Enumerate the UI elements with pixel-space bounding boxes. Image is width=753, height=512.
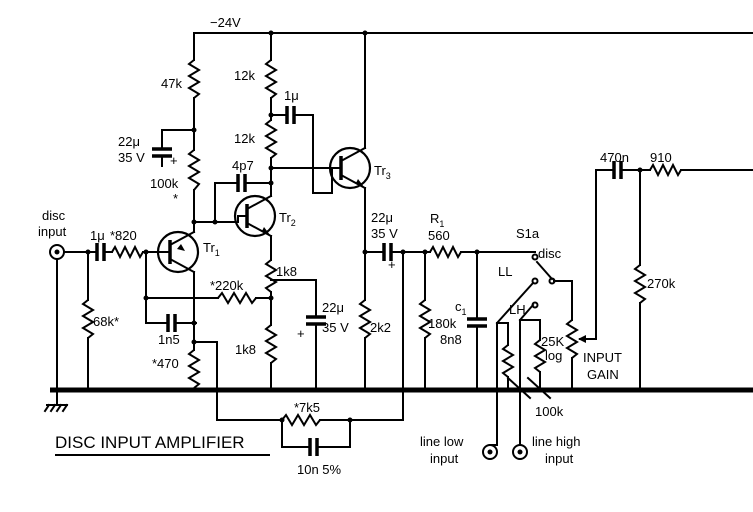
potentiometer-25k-log bbox=[533, 339, 547, 373]
resistor-270k bbox=[633, 264, 647, 304]
resistor-1k8-a bbox=[264, 259, 278, 293]
r1-label: R1 bbox=[430, 211, 444, 229]
res-820-label: *820 bbox=[110, 228, 137, 243]
disc-input-jack-icon bbox=[49, 244, 65, 391]
res-100k-out-label: 100k bbox=[535, 404, 564, 419]
resistor-12k-a bbox=[264, 59, 278, 99]
res-180k-label: 180k bbox=[428, 316, 457, 331]
ground-symbol-icon bbox=[43, 389, 69, 413]
resistor-68k bbox=[81, 299, 95, 339]
resistor-820 bbox=[111, 244, 144, 260]
selector-switch-s1a-icon bbox=[531, 253, 573, 309]
resistor-1k8-b bbox=[264, 324, 278, 364]
potentiometer-input-gain bbox=[565, 319, 579, 359]
cap-8n8-label: 8n8 bbox=[440, 332, 462, 347]
input-gain-label-2: GAIN bbox=[587, 367, 619, 382]
res-1k8-b-label: 1k8 bbox=[235, 342, 256, 357]
line-high-label-2: input bbox=[545, 451, 574, 466]
capacitor-1u-input bbox=[95, 243, 106, 261]
input-gain-label-1: INPUT bbox=[583, 350, 622, 365]
line-low-label-2: input bbox=[430, 451, 459, 466]
switch-lh-label: LH bbox=[509, 302, 526, 317]
cap-470n-label: 470n bbox=[600, 150, 629, 165]
cap-22u-a-label-1: 22μ bbox=[118, 134, 140, 149]
disc-input-label-1: disc bbox=[42, 208, 66, 223]
resistor-47k bbox=[187, 59, 201, 99]
switch-ll-label: LL bbox=[498, 264, 512, 279]
resistor-100k bbox=[187, 149, 201, 191]
resistor-180k bbox=[418, 299, 432, 339]
cap-1n5-label: 1n5 bbox=[158, 332, 180, 347]
disc-input-label-2: input bbox=[38, 224, 67, 239]
resistor-7k5 bbox=[281, 413, 321, 427]
cap-22u-c-label-1: 22μ bbox=[371, 210, 393, 225]
cap-22u-b-plus: + bbox=[297, 326, 305, 341]
cap-22u-a-label-2: 35 V bbox=[118, 150, 145, 165]
res-68k-label: 68k* bbox=[93, 314, 119, 329]
res-910-label: 910 bbox=[650, 150, 672, 165]
res-1k8-a-label: 1k8 bbox=[276, 264, 297, 279]
res-12k-b-label: 12k bbox=[234, 131, 255, 146]
res-12k-a-label: 12k bbox=[234, 68, 255, 83]
cap-1u-mid-label: 1μ bbox=[284, 88, 299, 103]
r1-value-label: 560 bbox=[428, 228, 450, 243]
res-2k2-label: 2k2 bbox=[370, 320, 391, 335]
pot-25k-label-2: log bbox=[545, 348, 562, 363]
switch-disc-label: disc bbox=[538, 246, 562, 261]
cap-22u-a-plus: + bbox=[170, 153, 178, 168]
cap-1u-input-label: 1μ bbox=[90, 228, 105, 243]
pot-25k-label-1: 25K bbox=[541, 334, 564, 349]
cap-10n-label: 10n 5% bbox=[297, 462, 342, 477]
resistor-2k2 bbox=[358, 299, 372, 339]
res-100k-label-1: 100k bbox=[150, 176, 179, 191]
transistor-tr2-icon bbox=[233, 194, 277, 238]
resistor-910 bbox=[649, 162, 682, 178]
cap-22u-c-plus: + bbox=[388, 257, 396, 272]
c1-label: c1 bbox=[455, 299, 467, 317]
line-low-label-1: line low bbox=[420, 434, 464, 449]
line-low-jack-icon bbox=[482, 444, 498, 460]
res-7k5-label: *7k5 bbox=[294, 400, 320, 415]
resistor-r1-560 bbox=[429, 244, 462, 260]
resistor-470 bbox=[187, 349, 201, 389]
transistor-tr1-icon bbox=[156, 230, 200, 274]
cap-22u-b-label-2: 35 V bbox=[322, 320, 349, 335]
supply-label: −24V bbox=[210, 15, 241, 30]
cap-22u-c-label-2: 35 V bbox=[371, 226, 398, 241]
res-220k-label: *220k bbox=[210, 278, 244, 293]
diagram-title: DISC INPUT AMPLIFIER bbox=[55, 433, 245, 452]
res-270k-label: 270k bbox=[647, 276, 676, 291]
s1a-label: S1a bbox=[516, 226, 540, 241]
res-100k-label-2: * bbox=[173, 191, 178, 206]
cap-22u-b-label-1: 22μ bbox=[322, 300, 344, 315]
tr3-label: Tr3 bbox=[374, 163, 391, 181]
tr2-label: Tr2 bbox=[279, 210, 296, 228]
line-high-jack-icon bbox=[512, 444, 528, 460]
line-high-label-1: line high bbox=[532, 434, 580, 449]
cap-4p7-label: 4p7 bbox=[232, 158, 254, 173]
transistor-tr3-icon bbox=[328, 146, 372, 190]
resistor-12k-b bbox=[264, 119, 278, 159]
tr1-label: Tr1 bbox=[203, 240, 220, 258]
resistor-100k-line bbox=[501, 344, 515, 378]
resistor-220k bbox=[217, 291, 257, 305]
res-470-label: *470 bbox=[152, 356, 179, 371]
res-47k-label: 47k bbox=[161, 76, 182, 91]
